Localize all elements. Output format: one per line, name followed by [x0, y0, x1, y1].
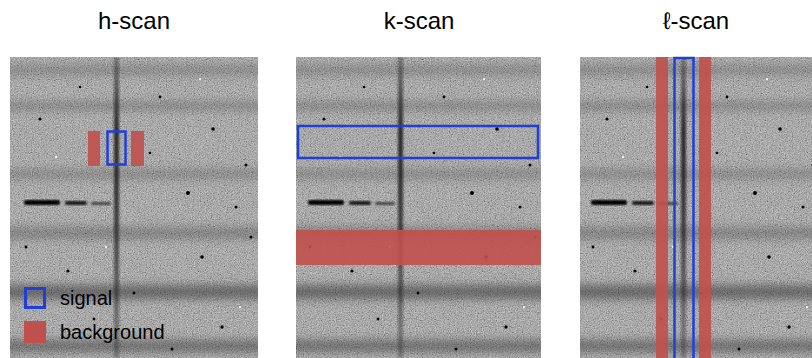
detector-panel	[296, 57, 541, 358]
signal-region	[108, 132, 126, 165]
signal-region	[298, 126, 538, 158]
image-part	[580, 57, 812, 358]
signal-region	[675, 58, 694, 358]
background-region	[296, 230, 541, 265]
legend-swatch	[24, 321, 46, 343]
detector-panel	[10, 57, 258, 358]
legend-label: signal	[60, 286, 112, 310]
background-region	[131, 131, 144, 166]
legend-entry: signal	[24, 286, 112, 310]
image-part	[296, 57, 541, 358]
panel-title: h-scan	[98, 7, 170, 36]
panel-title: ℓ-scan	[663, 7, 729, 36]
legend-swatch	[24, 287, 46, 309]
background-region	[699, 57, 711, 358]
detector-panel	[580, 57, 812, 358]
panel-title: k-scan	[384, 7, 455, 36]
background-region	[656, 57, 668, 358]
background-region	[88, 131, 100, 166]
image-part	[10, 57, 258, 358]
legend-label: background	[60, 320, 165, 344]
legend-entry: background	[24, 320, 165, 344]
